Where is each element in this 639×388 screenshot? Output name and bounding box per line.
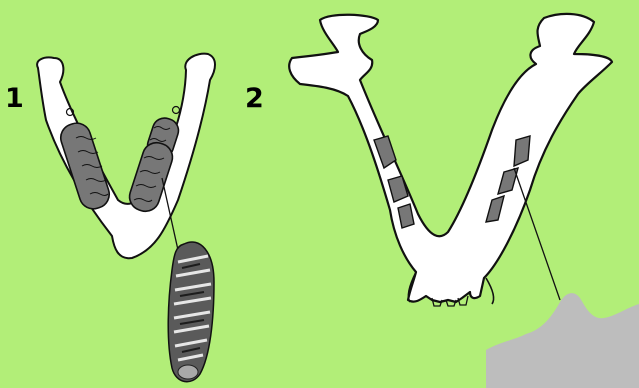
tooth-callout — [486, 293, 639, 388]
panel-1-label: 1 — [5, 83, 24, 114]
molar-photo — [168, 242, 214, 382]
panel-2-label: 2 — [245, 83, 264, 114]
panel-1: 1 — [5, 54, 215, 382]
leader-line-2 — [514, 168, 560, 300]
right-tusk — [486, 278, 494, 304]
small-mandible — [37, 54, 215, 259]
foramen-right — [173, 107, 180, 114]
large-mandible — [289, 14, 612, 302]
panel-2: 2 — [245, 14, 639, 388]
